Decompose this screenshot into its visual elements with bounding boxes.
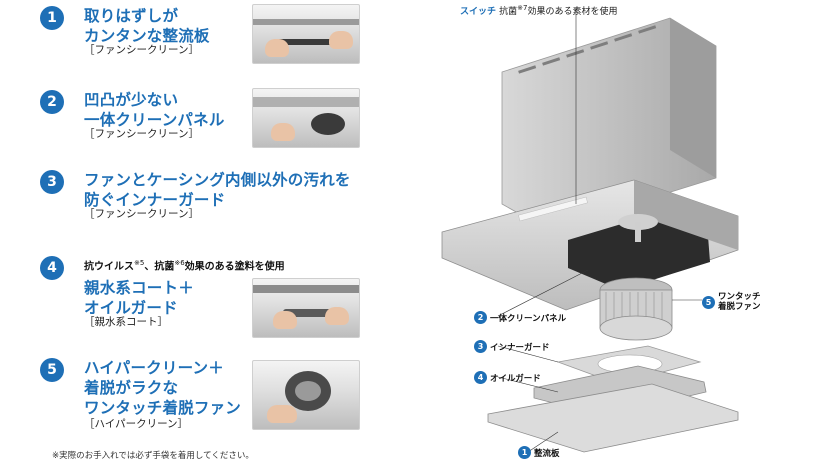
feature-title: 凹凸が少ない 一体クリーンパネル [84, 91, 225, 129]
feature-number-badge: 3 [40, 170, 64, 194]
part-label-one-touch-fan: 5 ワンタッチ 着脱ファン [702, 292, 761, 312]
part-label-inner-guard: 3 インナーガード [474, 340, 550, 353]
part-label-rectifying-plate: 1 整流板 [518, 446, 560, 459]
feature-number-badge: 1 [40, 6, 64, 30]
range-hood-exploded-diagram [441, 14, 739, 453]
feature-title: ハイパークリーン＋ 着脱がラクな ワンタッチ着脱ファン [84, 359, 242, 417]
feature-5-photo [252, 360, 360, 430]
switch-callout: スイッチ 抗菌※7効果のある素材を使用 [460, 4, 618, 17]
feature-number-badge: 2 [40, 90, 64, 114]
feature-subtitle: ［ファンシークリーン］ [84, 44, 199, 56]
feature-title: 取りはずしが カンタンな整流板 [84, 7, 210, 45]
feature-subtitle: ［親水系コート］ [84, 316, 168, 328]
feature-subtitle: ［ファンシークリーン］ [84, 128, 199, 140]
part-label-integrated-panel: 2 一体クリーンパネル [474, 311, 566, 324]
feature-title: 親水系コート＋ オイルガード [84, 279, 194, 317]
feature-title: ファンとケーシング内側以外の汚れを 防ぐインナーガード [84, 171, 351, 209]
feature-number-badge: 4 [40, 256, 64, 280]
feature-number-badge: 5 [40, 358, 64, 382]
feature-subtitle: ［ハイパークリーン］ [84, 418, 189, 430]
feature-2-photo [252, 88, 360, 148]
feature-subtitle: ［ファンシークリーン］ [84, 208, 199, 220]
feature-lead-text: 抗ウイルス※5、抗菌※6効果のある塗料を使用 [84, 259, 285, 273]
footnote: ※実際のお手入れでは必ず手袋を着用してください。 [52, 451, 254, 461]
part-label-oil-guard: 4 オイルガード [474, 371, 541, 384]
feature-4-photo [252, 278, 360, 338]
feature-1-photo [252, 4, 360, 64]
